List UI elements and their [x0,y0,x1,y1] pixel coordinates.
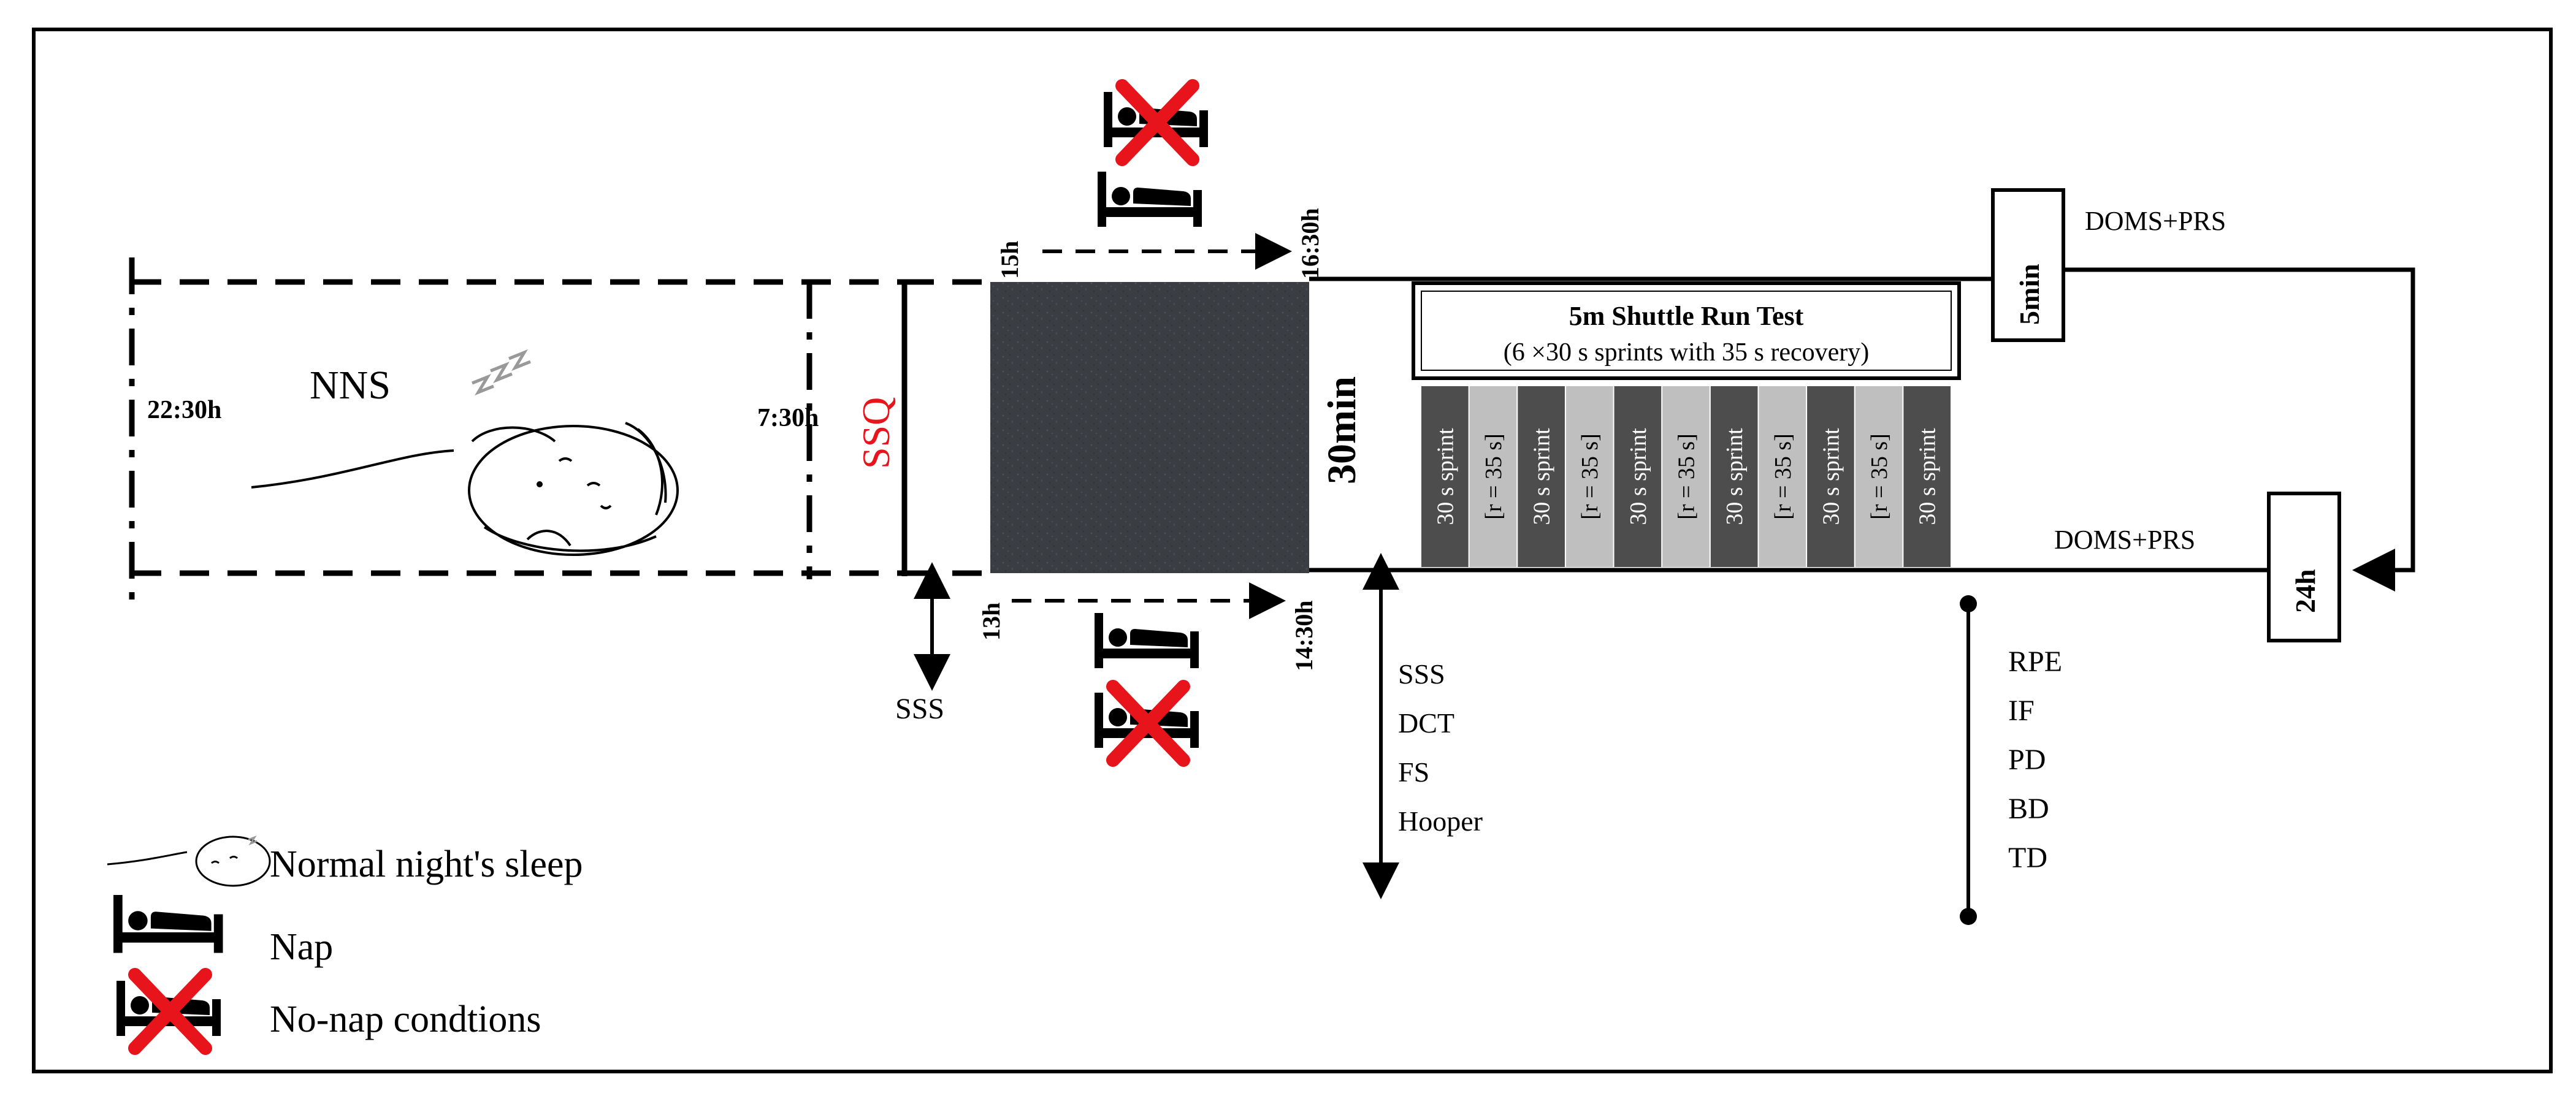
sleeping-person-icon [251,422,679,556]
post-measure-if: IF [2008,695,2035,727]
dashed-connector [904,279,990,576]
doms-prs-top: DOMS+PRS [2085,206,2226,236]
recovery-stage-label: [r = 35 s] [1867,433,1892,520]
recovery-stage [1565,386,1613,567]
legend-sleeping-person-icon [107,835,271,887]
recovery-stage-label: [r = 35 s] [1674,433,1700,520]
sprint-stage [1903,386,1951,567]
bed-crossed-icon [1104,86,1208,159]
outer-frame [32,28,2553,1073]
time-13: 13h [977,603,1005,641]
sprint-stage-label: 30 s sprint [1626,428,1651,525]
pre-measures-list: SSS DCT FS Hooper [1398,658,1483,837]
sprint-stage [1807,386,1854,567]
recovery-stage [1759,386,1806,567]
thirty-min-label: 30min [1320,376,1364,484]
sprint-stage [1710,386,1758,567]
recovery-stage [1855,386,1903,567]
legend-bed-crossed-icon [117,975,221,1048]
sprint-stage-label: 30 s sprint [1529,428,1555,525]
ssq-label: SSQ [854,397,898,469]
sprint-stage [1421,386,1469,567]
pre-measure-fs: FS [1398,756,1429,788]
post-measure-bd: BD [2008,793,2049,825]
bed-icon [1095,613,1199,668]
time-15: 15h [996,241,1023,279]
legend: Normal night's sleep Nap No-nap condtion… [107,835,583,1048]
pre-measure-hooper: Hooper [1398,805,1483,837]
nns-label: NNS [310,363,391,408]
recovery-stage-label: [r = 35 s] [1770,433,1796,520]
test-subtitle: (6 ×30 s sprints with 35 s recovery) [1504,338,1869,367]
five-min-box [1991,188,2065,342]
zzz-icon [472,349,531,396]
sprint-sequence: 30 s sprint [r = 35 s] 30 s sprint [r = 35 … [1421,386,1951,567]
sprint-stage [1518,386,1565,567]
legend-label-no-nap: No-nap condtions [270,999,541,1040]
night-sleep-box [129,257,908,613]
time-2230: 22:30h [147,396,221,424]
post-measure-td: TD [2008,842,2047,874]
legend-label-sleep: Normal night's sleep [270,843,583,885]
sprint-stage-label: 30 s sprint [1818,428,1844,525]
sprint-stage [1614,386,1662,567]
test-title: 5m Shuttle Run Test [1569,301,1804,331]
nap-period-block [990,282,1309,573]
doms-arrow [2063,267,2415,592]
legend-label-nap: Nap [270,926,333,968]
twenty-four-h-box [2267,492,2341,642]
legend-bed-icon [113,895,223,953]
doms-prs-bottom: DOMS+PRS [2054,525,2195,555]
sprint-stage-label: 30 s sprint [1722,428,1748,525]
time-0730: 7:30h [757,404,819,432]
pre-measure-dct: DCT [1398,707,1454,739]
five-min-label: 5min [2014,264,2045,325]
pre-measure-sss: SSS [1398,658,1445,690]
twenty-four-h-label: 24h [2290,569,2321,613]
sss-label: SSS [895,693,944,725]
sprint-stage-label: 30 s sprint [1432,428,1458,525]
post-measure-rpe: RPE [2008,645,2062,678]
recovery-stage-label: [r = 35 s] [1577,433,1603,520]
post-measures-list: RPE IF PD BD TD [2008,645,2062,874]
recovery-stage-label: [r = 35 s] [1481,433,1507,520]
bed-crossed-icon [1095,687,1199,760]
time-1430: 14:30h [1290,600,1318,671]
time-1630: 16:30h [1296,208,1324,279]
bed-icon [1098,172,1202,227]
recovery-stage [1662,386,1710,567]
shuttle-run-test-box [1412,281,1961,380]
recovery-stage [1469,386,1517,567]
sprint-stage-label: 30 s sprint [1915,428,1941,525]
post-measure-pd: PD [2008,744,2046,776]
